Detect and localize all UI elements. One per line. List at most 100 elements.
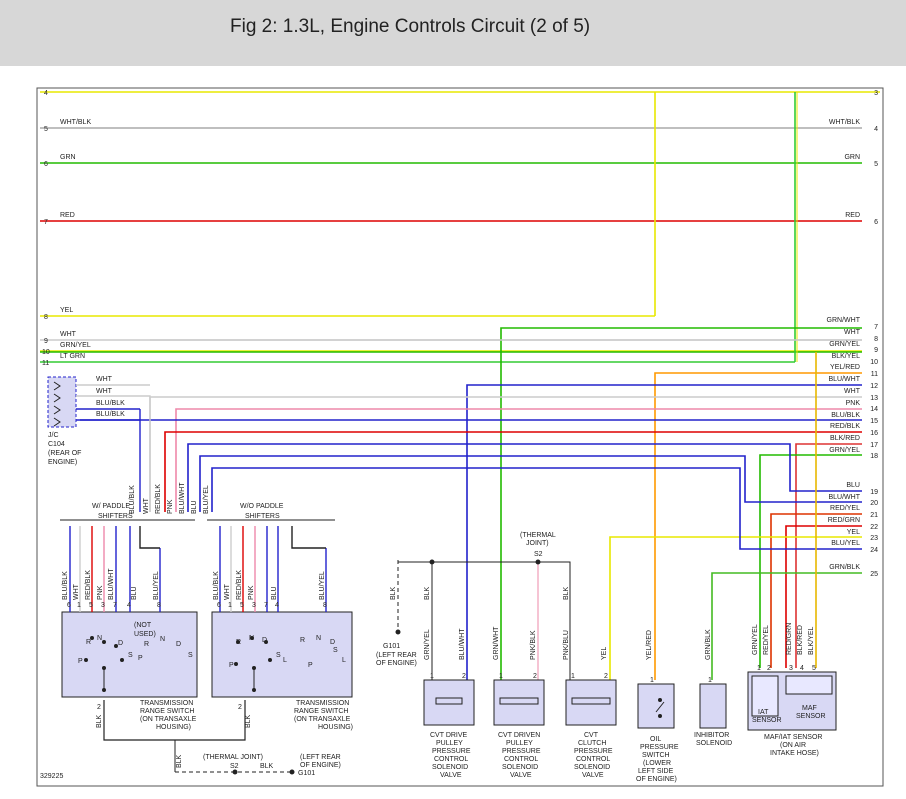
switch-a-s2: S	[188, 652, 193, 659]
right-num-9: 9	[874, 347, 878, 354]
sol2-name-4: CONTROL	[504, 756, 538, 763]
switch-a-n2: N	[160, 636, 165, 643]
sol3-name-2: CLUTCH	[578, 740, 606, 747]
sol3-wire-2: YEL	[601, 647, 608, 660]
left-label-5: WHT/BLK	[60, 119, 91, 126]
switch-b-pin-1: 6	[217, 602, 221, 609]
jc-wire-4: BLU/BLK	[96, 411, 125, 418]
maf-wire-1: GRN/YEL	[752, 624, 759, 655]
solenoids	[423, 671, 837, 731]
maf-name-2: (ON AIR	[780, 742, 806, 749]
sol2-name-5: SOLENOID	[502, 764, 538, 771]
maf-wire-2: RED/YEL	[763, 625, 770, 655]
sol1-wire-1: GRN/YEL	[424, 629, 431, 660]
switch-b-p2: P	[308, 662, 313, 669]
switch-a-letter-p: P	[78, 658, 83, 665]
oil-wire: YEL/RED	[646, 630, 653, 660]
pin-numbers: 1 2 1 2 1 2 1 1 1 2 3 4 5	[430, 665, 816, 684]
switch-b-letter-s: S	[276, 652, 281, 659]
sol2-pin-1: 1	[499, 673, 503, 680]
switch-contacts	[84, 636, 665, 718]
sol3-name-6: VALVE	[582, 772, 604, 779]
right-label-8: WHT	[844, 329, 861, 336]
switch-b-n2: N	[316, 635, 321, 642]
switch-a-name-4: HOUSING)	[156, 724, 191, 731]
ground-bottom-wire: BLK	[176, 754, 183, 768]
jc-label-1: J/C	[48, 432, 59, 439]
left-label-10: GRN/YEL	[60, 342, 91, 349]
right-label-19: BLU	[846, 482, 860, 489]
switch-b-d2: D	[330, 639, 335, 646]
sol1-pin-2: 2	[462, 673, 466, 680]
left-num-10: 10	[42, 349, 50, 356]
switch-b-l2: L	[342, 657, 346, 664]
ground-mid-loc-1: (LEFT REAR	[376, 652, 417, 659]
vcol-7: BLU/YEL	[203, 485, 210, 514]
right-label-24: BLU/YEL	[831, 540, 860, 547]
diagram-frame	[36, 87, 884, 787]
switch-a-pin-5: 7	[113, 602, 117, 609]
sol3-name-4: CONTROL	[576, 756, 610, 763]
switch-b-bottom-pin: 2	[238, 704, 242, 711]
right-num-17: 17	[870, 442, 878, 449]
right-label-5: GRN	[844, 154, 860, 161]
right-label-11: YEL/RED	[830, 364, 860, 371]
sol1-name-5: SOLENOID	[432, 764, 468, 771]
switch-a-pin-1: 6	[67, 602, 71, 609]
switch-a-name-2: RANGE SWITCH	[140, 708, 194, 715]
oil-name-4: (LOWER	[643, 760, 671, 767]
maf-wire-3: RED/GRN	[786, 623, 793, 655]
left-num-9: 9	[44, 338, 48, 345]
switch-a-pin-7: 8	[157, 602, 161, 609]
inhibitor-wire: GRN/BLK	[705, 629, 712, 660]
right-num-10: 10	[870, 359, 878, 366]
right-label-21: RED/YEL	[830, 505, 860, 512]
sol2-wire-2: PNK/BLK	[530, 630, 537, 660]
right-label-7: GRN/WHT	[827, 317, 861, 324]
switch-b-header-1: W/O PADDLE	[240, 503, 284, 510]
sol3-pin-2: 2	[604, 673, 608, 680]
maf-name-1: MAF/IAT SENSOR	[764, 734, 822, 741]
sol1-name-3: PRESSURE	[432, 748, 471, 755]
title-bar: Fig 2: 1.3L, Engine Controls Circuit (2 …	[0, 0, 906, 66]
sa-wire-5: BLU/WHT	[108, 568, 115, 600]
maf-name-3: INTAKE HOSE)	[770, 750, 819, 757]
right-num-25: 25	[870, 571, 878, 578]
ground-bottom-loc-2: OF ENGINE)	[300, 762, 341, 769]
gm-wire-1: BLK	[390, 586, 397, 600]
switch-b-pin-3: 5	[240, 602, 244, 609]
wire-blk-red	[795, 443, 862, 668]
wire-grn-yel	[759, 454, 862, 668]
sol3-name-1: CVT	[584, 732, 599, 739]
ground-mid-splice: S2	[534, 551, 543, 558]
right-label-20: BLU/WHT	[829, 494, 861, 501]
ground-mid	[397, 559, 571, 680]
sb-wire-5: BLU	[271, 586, 278, 600]
wire-yel-23	[609, 536, 862, 680]
sb-wire-3: RED/BLK	[236, 570, 243, 600]
right-num-19: 19	[870, 489, 878, 496]
left-num-7: 7	[44, 219, 48, 226]
right-num-11: 11	[871, 371, 878, 378]
vcol-3: RED/BLK	[155, 484, 162, 514]
bus-wires	[40, 91, 880, 363]
switch-b	[207, 519, 353, 698]
switch-a-p2: P	[138, 655, 143, 662]
right-num-18: 18	[870, 453, 878, 460]
wire-red-grn	[785, 525, 862, 668]
ground-mid-joint-1: (THERMAL	[520, 532, 556, 539]
sol2-name-6: VALVE	[510, 772, 532, 779]
right-label-18: GRN/YEL	[829, 447, 860, 454]
vcol-4: PNK	[167, 499, 174, 514]
right-num-24: 24	[870, 547, 878, 554]
right-num-3: 3	[874, 90, 878, 97]
right-label-22: RED/GRN	[828, 517, 860, 524]
right-label-23: YEL	[847, 529, 860, 536]
ground-bottom	[174, 629, 401, 775]
sol2-name-2: PULLEY	[506, 740, 533, 747]
gm-wire-3: BLK	[563, 586, 570, 600]
switch-b-s2: S	[333, 647, 338, 654]
switch-a-letter-s: S	[128, 652, 133, 659]
switch-a-header-1: W/ PADDLE	[92, 503, 130, 510]
